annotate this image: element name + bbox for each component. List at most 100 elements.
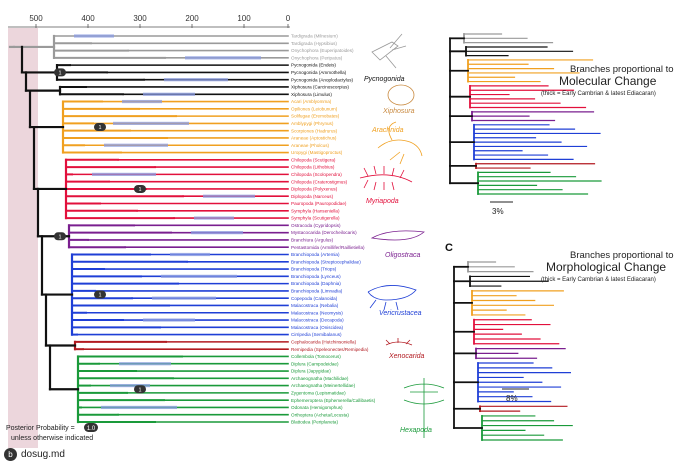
taxon-label: Symphyla (Hanseniella) [291, 208, 340, 213]
axis-tick-label: 200 [185, 14, 199, 23]
molecular-tree [449, 33, 602, 195]
panel-c-title-line3: (thick = Early Cambrian & latest Ediacar… [541, 277, 656, 283]
taxon-label: Solifugae (Eremobates) [291, 114, 340, 119]
axis-tick-label: 500 [29, 14, 43, 23]
taxon-label: Zygentoma (Lepismatidae) [291, 390, 346, 395]
node-badge-label: 1 [98, 125, 101, 131]
panel-b-title-line1: Branches proportional to [570, 64, 674, 75]
axis-tick-label: 400 [81, 14, 95, 23]
taxon-label: Pycnogonida (Ammothella) [291, 70, 347, 75]
taxon-label: Diplura (Campodeidae) [291, 361, 339, 366]
b-logo-icon: b [4, 447, 17, 461]
taxon-label: Xiphosura (Limulus) [291, 92, 332, 97]
taxon-label: Mystacocarida (Derocheilocaris) [291, 230, 357, 235]
taxon-label: Opiliones (Leiobunum) [291, 106, 338, 111]
taxon-label: Orthoptera (Acheta/Locusta) [291, 412, 349, 417]
posterior-legend-line2: unless otherwise indicated [11, 435, 93, 442]
taxon-label: Archaeognatha (Machilidae) [291, 376, 349, 381]
axis-tick-label: 0 [286, 14, 291, 23]
confidence-interval-bar [104, 143, 168, 147]
morphological-tree [453, 261, 573, 441]
taxon-label: Symphyla (Scutigerella) [291, 216, 340, 221]
confidence-interval-bar [74, 34, 114, 38]
centipede-sketch [359, 165, 413, 191]
node-badge-label: 1 [138, 187, 141, 193]
node-badge [134, 184, 146, 193]
confidence-interval-bar [101, 405, 177, 410]
taxon-label: Diplura (Japygidae) [291, 369, 331, 374]
confidence-interval-bar [143, 92, 195, 96]
group-label-oligostraca: Oligostraca [385, 252, 421, 259]
confidence-interval-bar [170, 252, 210, 257]
panel-c-letter: C [445, 242, 453, 254]
arthropod-illustrations [359, 33, 445, 438]
confidence-interval-bar [152, 296, 216, 300]
taxon-label: Acari (Amblyomma) [291, 99, 332, 104]
taxon-label: Blattodea (Periplaneta) [291, 420, 338, 425]
taxon-label: Collembola (Tomocerus) [291, 354, 341, 359]
taxon-label: Xiphosura (Carcinoscorpius) [291, 85, 349, 90]
taxon-label: Tardigrada (Milnesium) [291, 34, 338, 39]
posterior-legend-line1: Posterior Probability = [6, 425, 75, 432]
confidence-interval-bar [119, 362, 171, 366]
node-badge-label: 1 [58, 234, 61, 240]
confidence-interval-bar [143, 318, 195, 322]
taxon-label: Pycnogonida (Endeis) [291, 63, 336, 68]
taxon-label: Ephemeroptera (Ephemerella/Callibaetis) [291, 398, 376, 403]
watermark: b dosug.md [4, 446, 65, 462]
confidence-interval-bar [161, 274, 237, 278]
posterior-legend: Posterior Probability = 1.0 unless other… [6, 423, 98, 442]
posterior-legend-badge: 1.0 [87, 426, 96, 432]
panel-c-title-line2: Morphological Change [546, 260, 666, 274]
group-label-vericrustacea: Vericrustacea [379, 310, 422, 317]
taxon-label: Branchiopoda (Artemia) [291, 252, 340, 257]
taxon-label: Cephalocarida (Hutchinsoniella) [291, 339, 357, 344]
panel-c-title-line1: Branches proportional to [570, 250, 674, 261]
remipede-sketch [385, 338, 413, 346]
confidence-interval-bar [185, 56, 261, 60]
scorpion-sketch [377, 121, 423, 165]
ostracod-sketch [370, 230, 425, 241]
taxon-label: Chilopoda (Scolopendra) [291, 172, 342, 177]
confidence-interval-bar [191, 231, 243, 235]
confidence-interval-bar [110, 383, 150, 388]
group-label-pycnogonida: Pycnogonida [364, 76, 405, 83]
horseshoe-crab-sketch [387, 84, 415, 106]
node-badge [54, 232, 66, 241]
taxon-label: Amblypygi (Phrynus) [291, 121, 334, 126]
taxon-labels: Tardigrada (Milnesium) Tardigrada (Hypsib… [291, 34, 376, 425]
group-label-myriapoda: Myriapoda [366, 198, 399, 205]
taxon-label: Malacostraca (Oniscidea) [291, 325, 344, 330]
taxon-label: Tardigrada (Hypsibius) [291, 41, 337, 46]
watermark-text: dosug.md [21, 448, 65, 460]
pycnogonid-sketch [371, 33, 407, 69]
node-badge [94, 123, 106, 132]
taxon-label: Remipedia (Speleonectes/Remipedia) [291, 347, 369, 352]
chronogram-tree [8, 34, 289, 424]
node-badge [94, 290, 106, 299]
taxon-label: Branchiopoda (Streptocephalidae) [291, 259, 361, 264]
confidence-interval-bar [194, 216, 234, 220]
taxon-label: Pauropoda (Pauropodidae) [291, 201, 347, 206]
taxon-label: Diplopoda (Narceus) [291, 194, 334, 199]
confidence-interval-bar [113, 121, 189, 125]
taxon-label: Chilopoda (Scutigera) [291, 157, 336, 162]
group-label-hexapoda: Hexapoda [400, 427, 432, 434]
group-label-xiphosura: Xiphosura [382, 108, 415, 115]
dragonfly-sketch [403, 378, 445, 438]
morphological-change-panel: C Branches proportional to Morphological… [445, 242, 674, 441]
taxon-label: Diplopoda (Polyxenus) [291, 187, 338, 192]
panel-b-scale-label: 3% [492, 207, 504, 216]
taxon-label: Malacostraca (Decapoda) [291, 318, 344, 323]
taxon-label: Uropygi (Mastigoproctus) [291, 150, 343, 155]
taxon-label: Onychophora (Euperipatoides) [291, 48, 354, 53]
taxon-label: Malacostraca (Neomysis) [291, 310, 343, 315]
taxon-label: Pentastomida (Armillifer/Raillietiella) [291, 245, 365, 250]
taxon-label: Chilopoda (Lithobius) [291, 165, 335, 170]
confidence-interval-bar [122, 99, 162, 104]
node-badge-label: 1 [138, 387, 141, 393]
taxon-label: Branchiura (Argulus) [291, 238, 334, 243]
